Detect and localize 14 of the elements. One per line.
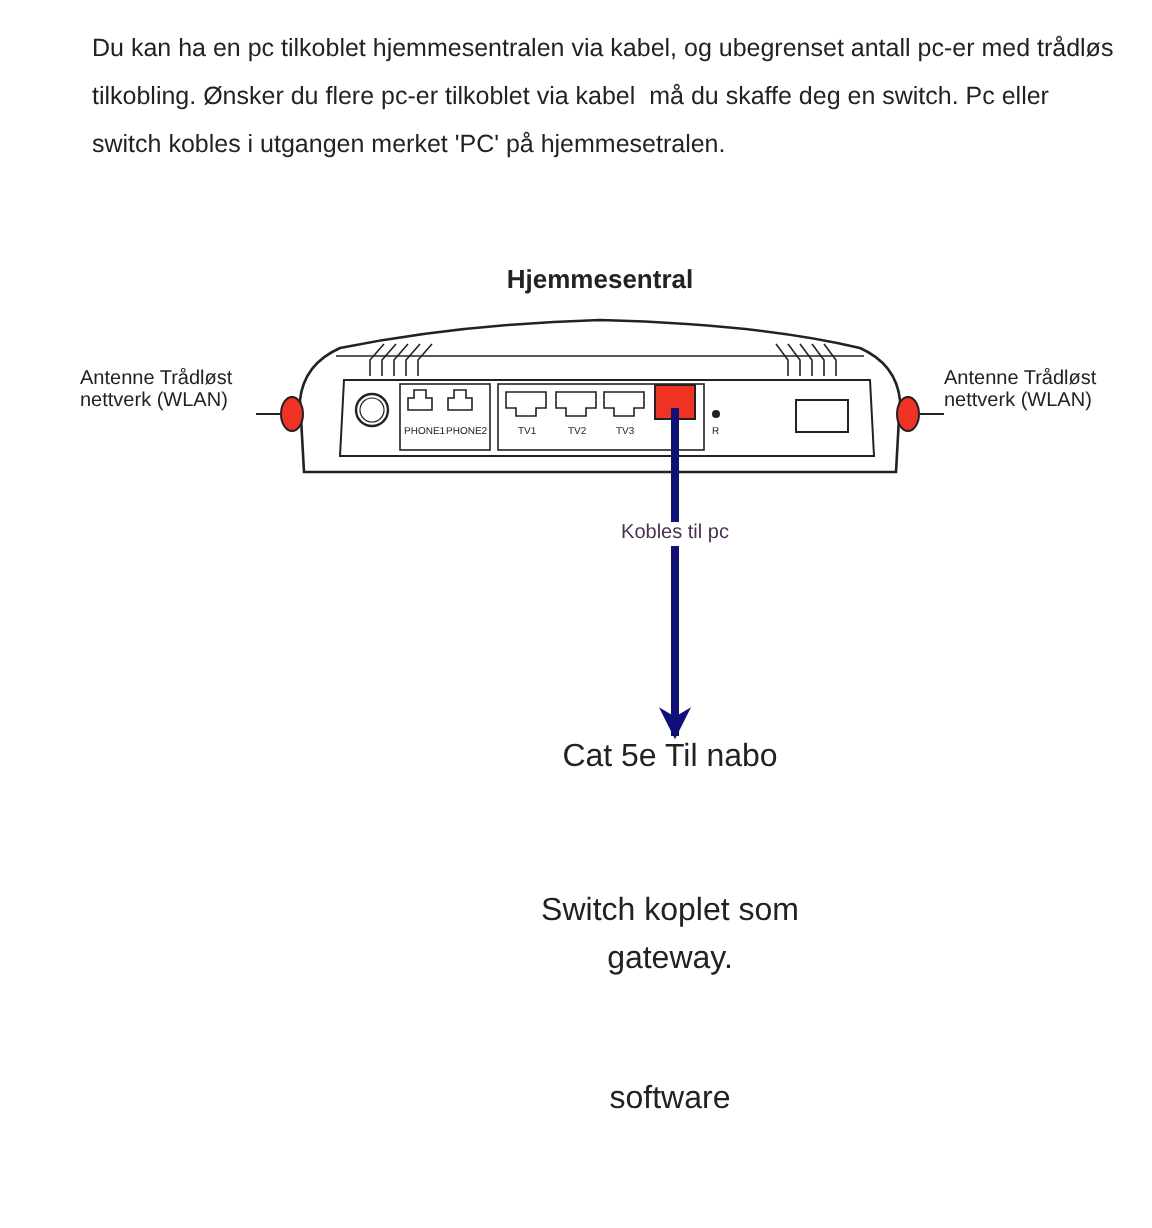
antenna-knob	[280, 396, 304, 432]
arrow	[659, 408, 691, 740]
antenna-label: Antenne Trådløst nettverk (WLAN)	[80, 368, 256, 440]
edge-label: Kobles til pc	[619, 522, 731, 546]
antenna-knob	[896, 396, 920, 432]
note-text: Switch koplet som gateway.	[539, 892, 801, 980]
intro-paragraph: Du kan ha en pc tilkoblet hjemmesentralen via kabel, og ubegrenset antall pc-er med trådløs tilkobling. Ønsker du flere pc-er tilkoblet via kabel må du skaffe deg en switch. Pc eller switch kobles i utgangen merket 'PC' på hjemmesetralen.	[92, 32, 1116, 162]
note-text: software	[607, 1080, 733, 1120]
cable-label: Cat 5e Til nabo	[560, 736, 780, 824]
antenna-label: Antenne Trådløst nettverk (WLAN)	[944, 368, 1136, 440]
leader-line	[255, 413, 281, 415]
leader-line	[919, 413, 945, 415]
device-title: Hjemmesentral	[504, 264, 696, 294]
ethernet-port	[654, 384, 696, 420]
